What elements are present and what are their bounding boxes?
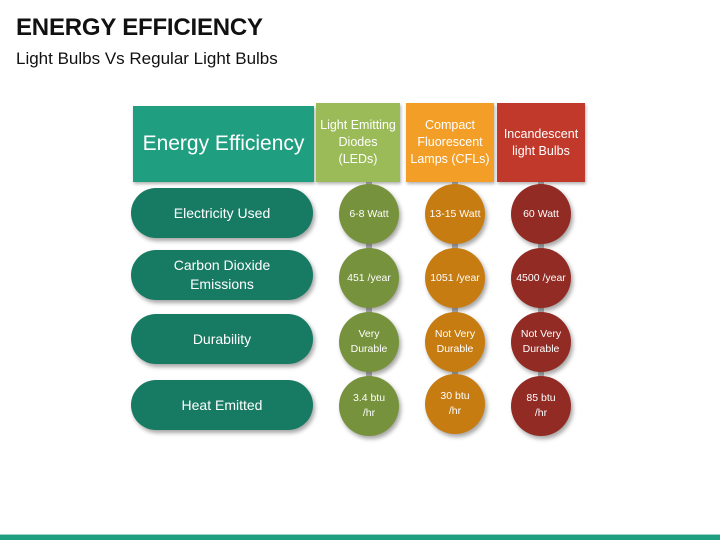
value-text: 85 btu /hr bbox=[526, 392, 556, 419]
value-circle-incandescent: 4500 /year bbox=[511, 248, 571, 308]
value-text: 4500 /year bbox=[516, 271, 566, 284]
row-label: Electricity Used bbox=[173, 204, 271, 221]
value-text: 13-15 Watt bbox=[429, 207, 481, 220]
value-text: 1051 /year bbox=[430, 271, 480, 284]
header-led: Light Emitting Diodes (LEDs) bbox=[316, 103, 400, 182]
row-label: Durability bbox=[192, 330, 252, 347]
value-circle-incandescent: Not Very Durable bbox=[511, 312, 571, 372]
value-circle-cfl: Not Very Durable bbox=[425, 312, 485, 372]
header-label: Light Emitting Diodes (LEDs) bbox=[320, 118, 396, 166]
slide-subtitle: Light Bulbs Vs Regular Light Bulbs bbox=[16, 49, 278, 68]
value-text: 30 btu /hr bbox=[440, 390, 470, 417]
row-label-durability: Durability bbox=[131, 314, 313, 364]
value-text: 60 Watt bbox=[523, 207, 559, 220]
value-text: Not Very Durable bbox=[520, 328, 562, 355]
value-circle-incandescent: 60 Watt bbox=[511, 184, 571, 244]
value-circle-cfl: 30 btu /hr bbox=[425, 374, 485, 434]
value-text: Very Durable bbox=[350, 328, 388, 355]
value-circle-cfl: 1051 /year bbox=[425, 248, 485, 308]
value-text: 451 /year bbox=[347, 271, 391, 284]
value-circle-led: 6-8 Watt bbox=[339, 184, 399, 244]
value-circle-led: 3.4 btu /hr bbox=[339, 376, 399, 436]
header-cfl: Compact Fluorescent Lamps (CFLs) bbox=[406, 103, 494, 182]
header-incandescent: Incandescent light Bulbs bbox=[497, 103, 585, 182]
row-label-carbon-dioxide-emissions: Carbon Dioxide Emissions bbox=[131, 250, 313, 300]
header-label: Energy Efficiency bbox=[142, 132, 305, 155]
header-label: Incandescent light Bulbs bbox=[503, 126, 579, 158]
value-circle-led: 451 /year bbox=[339, 248, 399, 308]
value-circle-incandescent: 85 btu /hr bbox=[511, 376, 571, 436]
value-circle-led: Very Durable bbox=[339, 312, 399, 372]
value-text: 3.4 btu /hr bbox=[352, 392, 386, 419]
header-energy-efficiency: Energy Efficiency bbox=[133, 106, 314, 182]
value-text: 6-8 Watt bbox=[349, 207, 389, 220]
value-text: Not Very Durable bbox=[434, 328, 476, 355]
value-circle-cfl: 13-15 Watt bbox=[425, 184, 485, 244]
row-label: Heat Emitted bbox=[181, 396, 263, 413]
bottom-accent-bar bbox=[0, 534, 720, 540]
header-label: Compact Fluorescent Lamps (CFLs) bbox=[410, 118, 490, 166]
row-label-heat-emitted: Heat Emitted bbox=[131, 380, 313, 430]
row-label-electricity-used: Electricity Used bbox=[131, 188, 313, 238]
slide-title: ENERGY EFFICIENCY bbox=[16, 14, 263, 41]
row-label: Carbon Dioxide Emissions bbox=[173, 257, 271, 292]
